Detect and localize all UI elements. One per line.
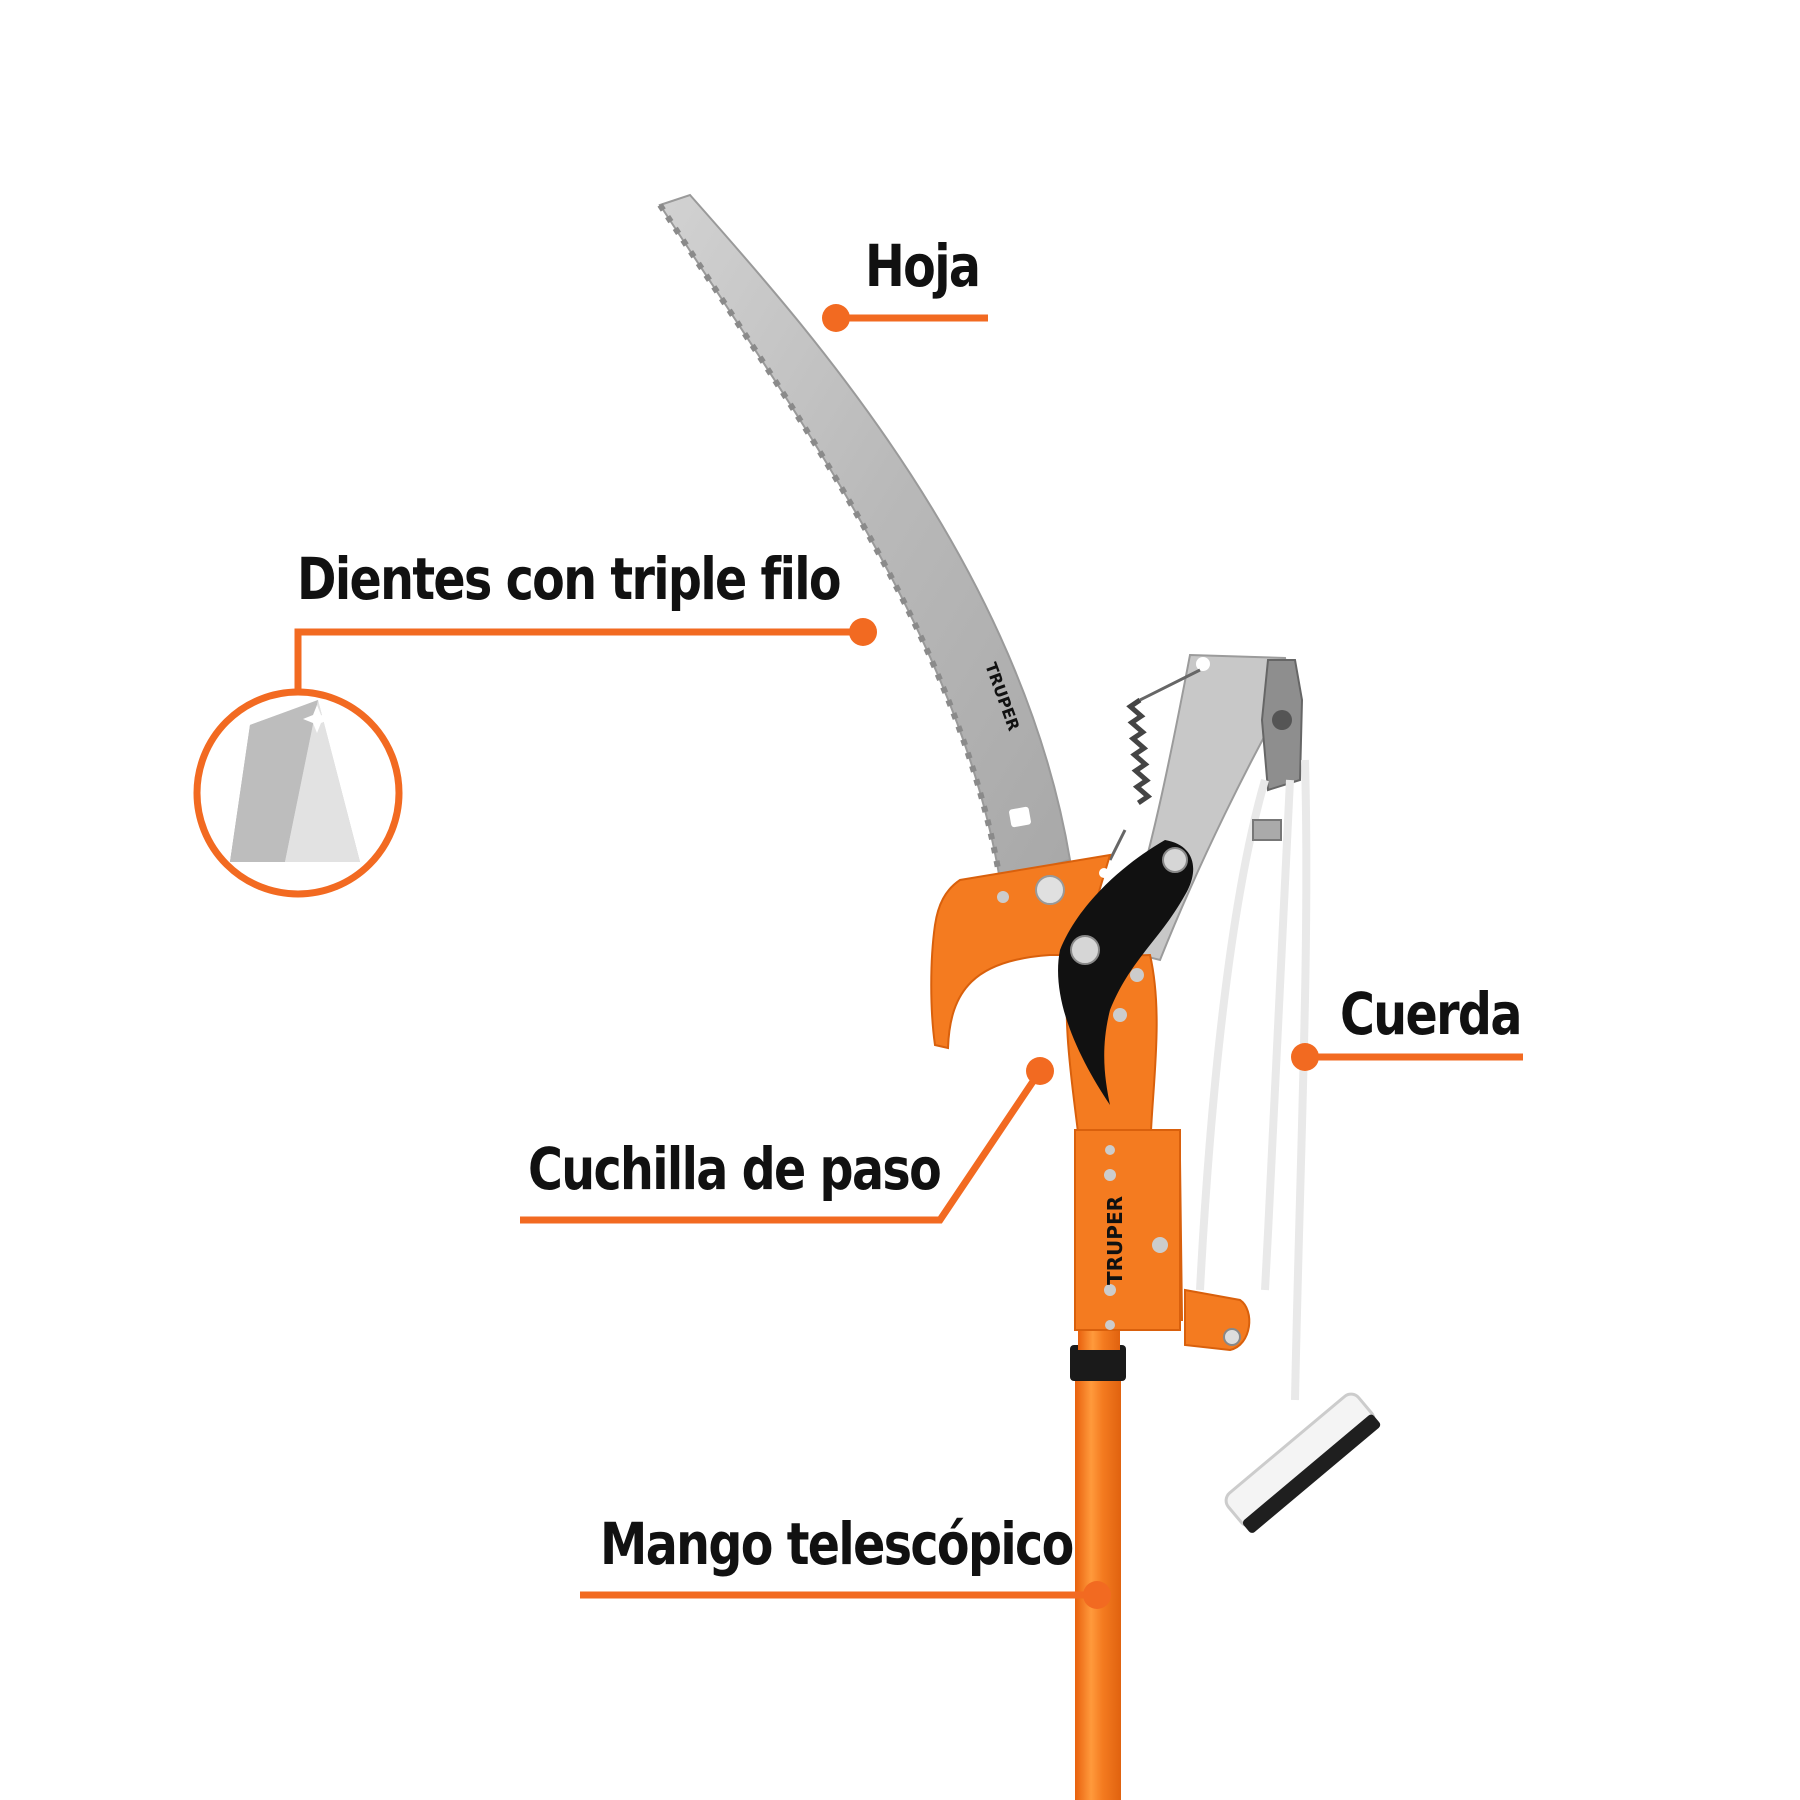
callout-dots (822, 304, 1319, 1609)
callout-dot-mango (1083, 1581, 1111, 1609)
saw-blade: TRUPER (657, 193, 1072, 882)
callout-label-cuerda: Cuerda (1340, 980, 1522, 1048)
callout-label-hoja: Hoja (865, 232, 981, 300)
callout-label-mango: Mango telescópico (600, 1510, 1074, 1578)
head-brand-text: TRUPER (1103, 1196, 1127, 1285)
rope-handle (1224, 1392, 1381, 1533)
teeth-detail-inset (193, 688, 403, 898)
callout-dot-dientes (849, 618, 877, 646)
spring (1108, 668, 1201, 861)
callout-dot-hoja (822, 304, 850, 332)
callout-label-dientes: Dientes con triple filo (297, 545, 842, 613)
callout-dot-cuerda (1291, 1043, 1319, 1071)
cutting-head: TRUPER (930, 840, 1251, 1352)
callout-dot-cuchilla (1026, 1057, 1054, 1085)
callout-label-cuchilla: Cuchilla de paso (528, 1135, 942, 1203)
triple-edge-tooth-icon (230, 700, 360, 862)
callout-lines (294, 314, 1523, 1599)
